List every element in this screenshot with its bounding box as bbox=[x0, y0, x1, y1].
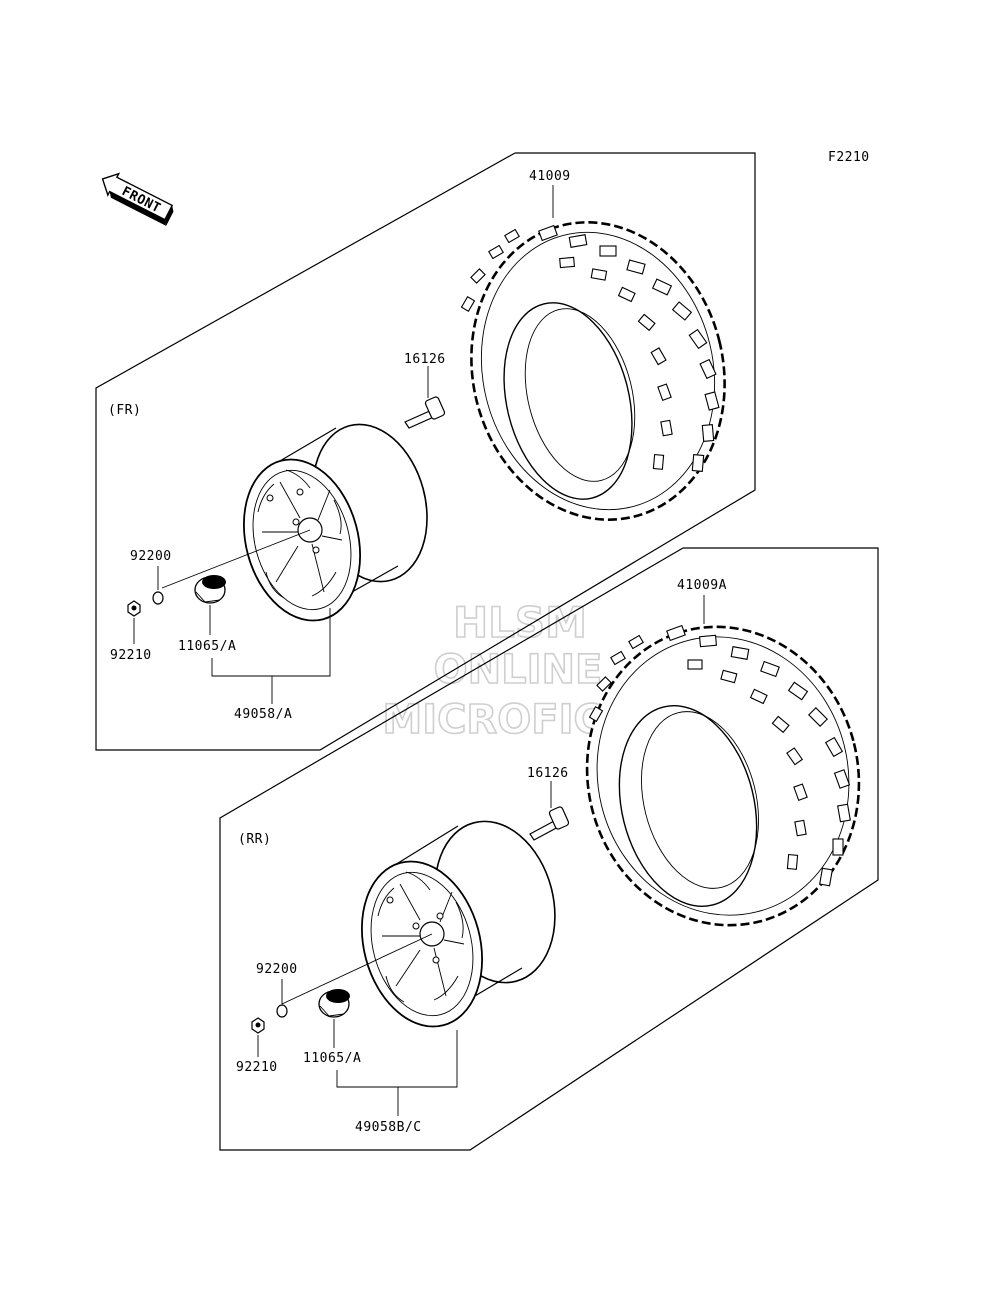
rear-cap-label: 11065/A bbox=[303, 1051, 361, 1066]
rear-nut bbox=[251, 1017, 265, 1034]
front-valve-label: 16126 bbox=[404, 352, 446, 367]
rear-washer bbox=[276, 1004, 288, 1018]
front-wheel bbox=[242, 423, 428, 622]
front-tire-label: 41009 bbox=[529, 169, 571, 184]
rear-valve-label: 16126 bbox=[527, 766, 569, 781]
front-nut bbox=[127, 600, 141, 617]
front-washer bbox=[152, 591, 164, 605]
rear-washer-label: 92200 bbox=[256, 962, 298, 977]
front-tire bbox=[460, 221, 726, 521]
watermark-line-1: HLSM bbox=[453, 598, 587, 647]
front-arrow-icon: FRONT bbox=[101, 172, 174, 226]
front-cap-label: 11065/A bbox=[178, 639, 236, 654]
rear-tire bbox=[585, 624, 861, 927]
front-section-title: (FR) bbox=[108, 403, 141, 418]
rear-tire-label: 41009A bbox=[677, 578, 727, 593]
watermark-line-2: ONLINE bbox=[434, 647, 603, 693]
rear-nut-label: 92210 bbox=[236, 1060, 278, 1075]
rear-cap bbox=[318, 989, 350, 1018]
front-valve bbox=[404, 396, 446, 429]
front-section: (FR) bbox=[95, 152, 756, 751]
rear-wheel-label: 49058B/C bbox=[355, 1120, 422, 1135]
rear-section-title: (RR) bbox=[238, 832, 271, 847]
front-washer-label: 92200 bbox=[130, 549, 172, 564]
figure-code: F2210 bbox=[828, 150, 870, 165]
rear-wheel bbox=[361, 820, 556, 1028]
front-wheel-label: 49058/A bbox=[234, 707, 292, 722]
front-section-frame bbox=[95, 152, 756, 751]
front-cap bbox=[194, 575, 226, 604]
rear-valve bbox=[529, 806, 570, 841]
rear-section: (RR) bbox=[219, 547, 879, 1151]
rear-section-frame bbox=[219, 547, 879, 1151]
front-nut-label: 92210 bbox=[110, 648, 152, 663]
